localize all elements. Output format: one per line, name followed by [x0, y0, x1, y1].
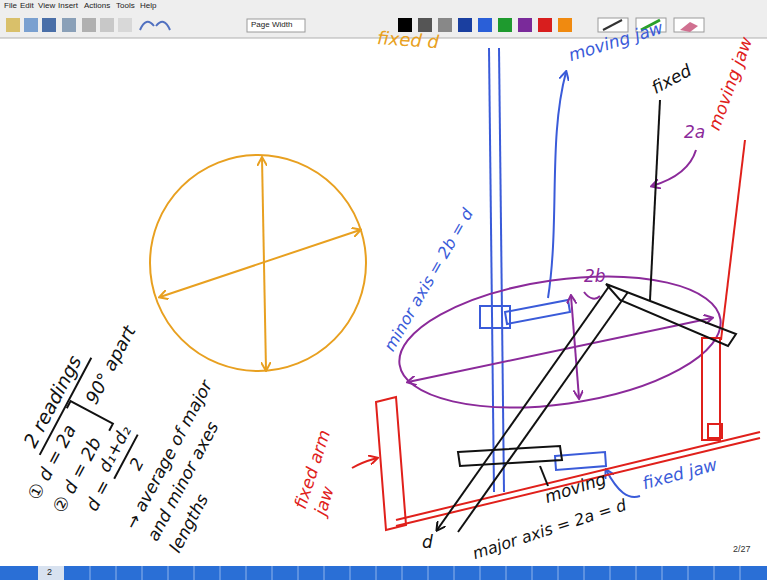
note-line: 90° apart — [80, 322, 140, 408]
page-number: 2/27 — [733, 544, 751, 555]
handwritten-label: fixed jaw — [640, 454, 720, 494]
menu-item: Edit — [20, 1, 34, 11]
handwritten-label: moving jaw — [704, 34, 757, 133]
zoom-box: Page Width — [251, 20, 292, 30]
menu-item: Insert — [58, 1, 78, 11]
bracket — [67, 401, 113, 431]
blue-caliper — [480, 48, 640, 497]
dimension-label: 2a — [684, 122, 705, 143]
red-caliper — [352, 140, 760, 530]
menu-item: View — [38, 1, 55, 11]
note-line: → average of major and minor axes length… — [119, 361, 271, 557]
circle-cross-section — [150, 155, 366, 371]
dimension-label: 2b — [584, 266, 606, 287]
menu-item: File — [4, 1, 17, 11]
page-tab: 2 — [47, 567, 52, 578]
menu-item: Actions — [84, 1, 110, 11]
black-caliper — [437, 100, 736, 532]
handwritten-label: fixed — [648, 60, 695, 98]
handwritten-label: fixed arm jaw — [290, 418, 358, 518]
menu-item: Tools — [116, 1, 135, 11]
dimension-label: d — [422, 532, 433, 553]
ellipse-cross-section — [391, 150, 729, 426]
page-bar — [0, 566, 767, 580]
menu-item: Help — [140, 1, 156, 11]
handwritten-label: fixed d — [376, 26, 439, 53]
handwritten-label: minor axis = 2b = d — [380, 205, 478, 355]
toolbar-icons — [6, 18, 704, 32]
